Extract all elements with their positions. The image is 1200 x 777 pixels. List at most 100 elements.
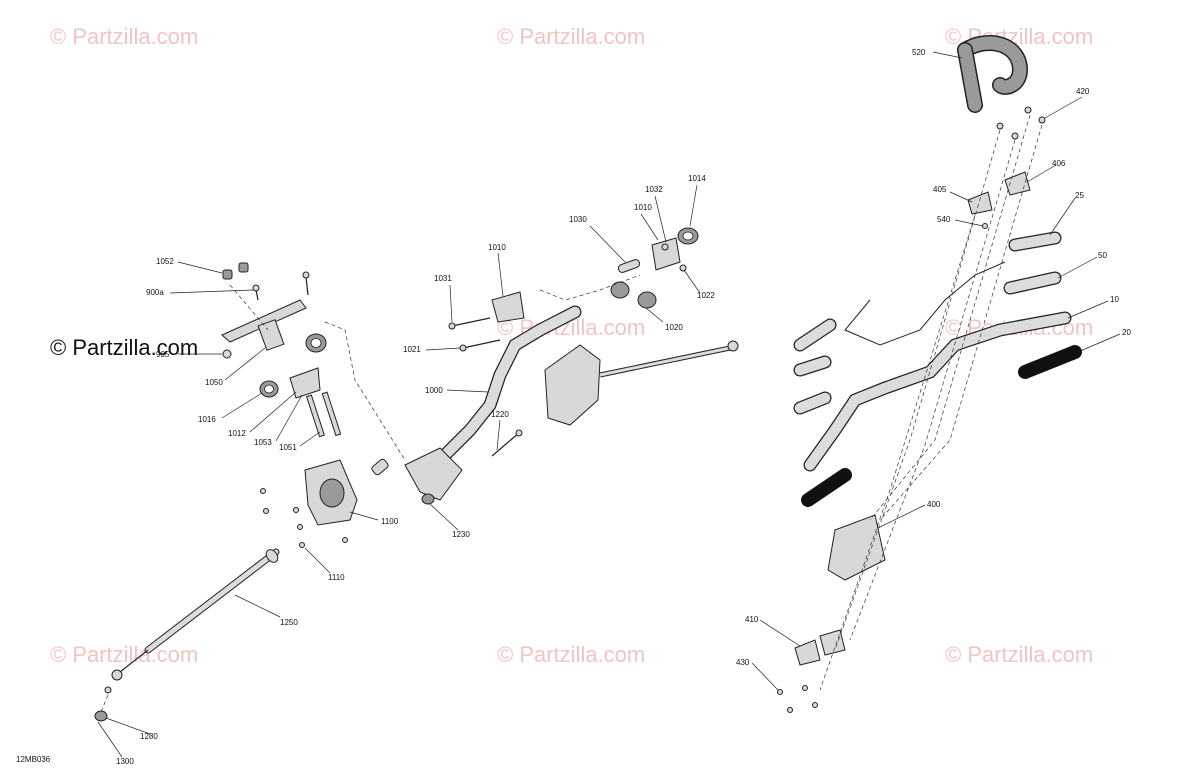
bolt-top bbox=[305, 276, 309, 296]
shaft-1250 bbox=[145, 549, 279, 653]
bolt-430d bbox=[812, 702, 818, 708]
assembly-line bbox=[834, 129, 1001, 651]
pad-520 bbox=[958, 36, 1027, 94]
watermark-faint: © Partzilla.com bbox=[497, 642, 645, 667]
assembly-line bbox=[539, 274, 641, 301]
grip-left-low bbox=[794, 392, 831, 414]
bolt-420a bbox=[996, 122, 1004, 130]
bolt-1021-head bbox=[459, 344, 467, 352]
callout-1250: 1250 bbox=[280, 618, 298, 627]
clamp-bolt-1032 bbox=[661, 243, 669, 251]
bolt-420d bbox=[1011, 132, 1019, 140]
pad-520-leg bbox=[958, 43, 982, 112]
pitman-arm bbox=[404, 447, 463, 501]
tie-rod bbox=[599, 346, 731, 377]
callout-1300: 1300 bbox=[116, 757, 134, 766]
nut-1052b bbox=[238, 262, 249, 273]
callout-1110: 1110 bbox=[328, 573, 345, 582]
screw-1110 bbox=[299, 542, 305, 548]
grip-20 bbox=[1018, 345, 1082, 379]
grip-left bbox=[801, 468, 852, 507]
bolt-420b bbox=[1024, 106, 1032, 114]
callout-1230: 1230 bbox=[452, 530, 470, 539]
assembly-line bbox=[879, 124, 1043, 521]
callout-1031: 1031 bbox=[434, 274, 452, 283]
clamp-block-1050 bbox=[257, 319, 285, 351]
tie-rod-bolt bbox=[104, 686, 112, 694]
callout-1050: 1050 bbox=[205, 378, 223, 387]
screw-540 bbox=[982, 223, 988, 229]
bolt-head-900a bbox=[252, 284, 260, 292]
bolt-1220-head bbox=[515, 429, 523, 437]
callout-520: 520 bbox=[912, 48, 926, 57]
clamp-lower-1053 bbox=[289, 367, 321, 399]
clamp-1010-left bbox=[491, 291, 525, 323]
watermark-faint: © Partzilla.com bbox=[50, 642, 198, 667]
bushing-1020a bbox=[610, 281, 630, 299]
bushing-1014-hole bbox=[682, 231, 694, 241]
nut-1280 bbox=[94, 710, 108, 722]
bolt-1051b bbox=[321, 391, 342, 437]
bolt-430a bbox=[777, 689, 783, 695]
callout-1010: 1010 bbox=[634, 203, 652, 212]
callout-1052: 1052 bbox=[156, 257, 174, 266]
callout-20: 20 bbox=[1122, 328, 1131, 337]
callout-406: 406 bbox=[1052, 159, 1066, 168]
bolt-430b bbox=[787, 707, 793, 713]
clamp-plate bbox=[221, 299, 307, 343]
assembly-line bbox=[869, 114, 1031, 521]
callout-1030: 1030 bbox=[569, 215, 587, 224]
callout-10: 10 bbox=[1110, 295, 1119, 304]
watermark-faint: © Partzilla.com bbox=[945, 642, 1093, 667]
callout-430: 430 bbox=[736, 658, 750, 667]
callout-1000: 1000 bbox=[425, 386, 443, 395]
bushing-1020b bbox=[637, 291, 657, 309]
screw bbox=[342, 537, 348, 543]
callout-420: 420 bbox=[1076, 87, 1090, 96]
callout-1051: 1051 bbox=[279, 443, 297, 452]
bracket-1100-bearing bbox=[319, 478, 345, 508]
assembly-line bbox=[819, 214, 976, 691]
bolt-1051a bbox=[305, 394, 325, 438]
callout-1020: 1020 bbox=[665, 323, 683, 332]
grip-left-mid bbox=[794, 356, 831, 376]
grip-25 bbox=[1009, 232, 1061, 251]
steering-arm-1000 bbox=[434, 306, 581, 466]
grip-left-upper bbox=[794, 319, 836, 351]
callout-1014: 1014 bbox=[688, 174, 706, 183]
callout-540: 540 bbox=[937, 215, 951, 224]
bolt-head-top bbox=[302, 271, 310, 279]
callout-405: 405 bbox=[933, 185, 947, 194]
callout-1021: 1021 bbox=[403, 345, 421, 354]
steering-arm-assembly bbox=[404, 227, 739, 505]
callout-410: 410 bbox=[745, 615, 759, 624]
callout-900a: 900a bbox=[146, 288, 164, 297]
screw bbox=[293, 507, 299, 513]
grip-50 bbox=[1004, 272, 1061, 294]
shaft-collar bbox=[265, 549, 279, 563]
steering-cover bbox=[544, 344, 601, 426]
bolt-1100 bbox=[371, 458, 389, 476]
clamp-assembly bbox=[221, 262, 406, 461]
riser-400 bbox=[827, 514, 886, 581]
tie-rod-end-right bbox=[727, 340, 739, 352]
callout-labels: 1052 900a 905 1050 1016 1012 1053 1051 1… bbox=[116, 48, 1131, 766]
bushing-1016-hole bbox=[264, 384, 274, 394]
callout-1100: 1100 bbox=[381, 517, 399, 526]
bolt-420c bbox=[1038, 116, 1046, 124]
clamp-405 bbox=[967, 191, 993, 215]
callout-905: 905 bbox=[156, 350, 170, 359]
pin-1030 bbox=[617, 259, 641, 273]
lower-steering bbox=[94, 458, 389, 722]
clamp-410a bbox=[794, 639, 821, 666]
handlebar-assembly bbox=[777, 34, 1082, 713]
assembly-line bbox=[100, 694, 109, 713]
nut-1022 bbox=[679, 264, 687, 272]
bolt-1021 bbox=[462, 339, 501, 349]
callout-25: 25 bbox=[1075, 191, 1084, 200]
callout-1220: 1220 bbox=[491, 410, 509, 419]
nut-1052 bbox=[222, 269, 233, 280]
bolt-430c bbox=[802, 685, 808, 691]
clamp-1010-right bbox=[651, 237, 681, 271]
